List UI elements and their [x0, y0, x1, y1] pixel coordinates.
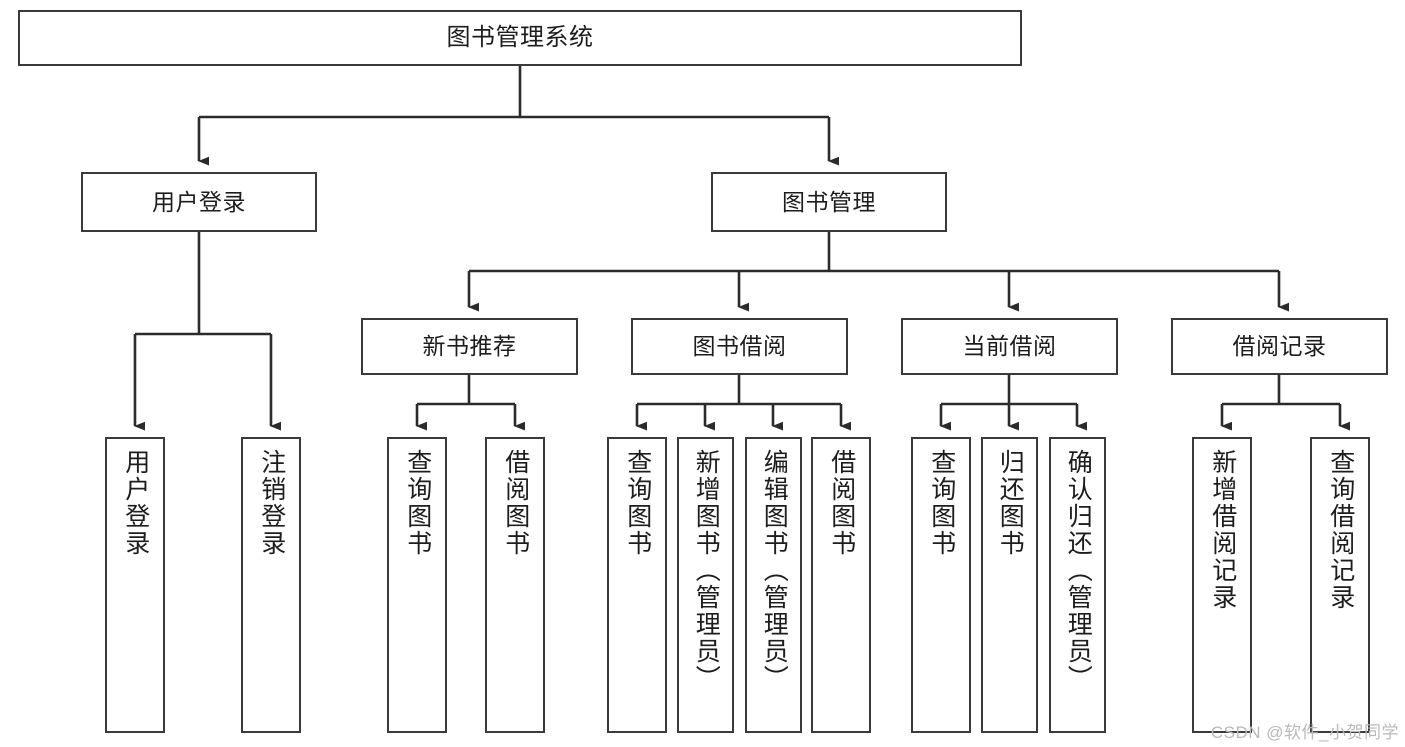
node-book-borrow[interactable]: 图书借阅: [631, 318, 848, 375]
leaf-current-borrow-query-label: 查询图书: [927, 449, 956, 557]
leaf-borrow-record-query[interactable]: 查询借阅记录: [1310, 437, 1370, 733]
node-root-label: 图书管理系统: [446, 24, 594, 52]
leaf-book-borrow-edit[interactable]: 编辑图书（管理员）: [745, 437, 802, 733]
node-book-borrow-label: 图书借阅: [692, 333, 787, 360]
leaf-book-borrow-borrow-label: 借阅图书: [827, 449, 856, 557]
node-current-borrow[interactable]: 当前借阅: [901, 318, 1118, 375]
node-new-book-recommend[interactable]: 新书推荐: [361, 318, 578, 375]
node-root[interactable]: 图书管理系统: [18, 10, 1022, 66]
leaf-user-login-login[interactable]: 用户登录: [105, 437, 165, 733]
node-borrow-record[interactable]: 借阅记录: [1171, 318, 1388, 375]
leaf-current-borrow-return-label: 归还图书: [996, 449, 1025, 557]
leaf-book-borrow-query[interactable]: 查询图书: [607, 437, 667, 733]
leaf-current-borrow-return[interactable]: 归还图书: [981, 437, 1038, 733]
leaf-user-login-logout[interactable]: 注销登录: [241, 437, 301, 733]
leaf-current-borrow-confirm[interactable]: 确认归还（管理员）: [1049, 437, 1106, 733]
leaf-book-borrow-add[interactable]: 新增图书（管理员）: [677, 437, 734, 733]
node-current-borrow-label: 当前借阅: [962, 333, 1057, 360]
leaf-new-book-borrow[interactable]: 借阅图书: [485, 437, 545, 733]
leaf-new-book-query[interactable]: 查询图书: [387, 437, 447, 733]
leaf-new-book-borrow-label: 借阅图书: [501, 449, 530, 557]
leaf-borrow-record-add-label: 新增借阅记录: [1208, 449, 1237, 611]
node-book-management[interactable]: 图书管理: [711, 172, 947, 232]
leaf-book-borrow-edit-label: 编辑图书（管理员）: [760, 449, 789, 692]
leaf-user-login-login-label: 用户登录: [121, 449, 150, 557]
node-user-login-label: 用户登录: [152, 188, 246, 215]
node-new-book-recommend-label: 新书推荐: [422, 333, 517, 360]
leaf-book-borrow-query-label: 查询图书: [623, 449, 652, 557]
leaf-book-borrow-add-label: 新增图书（管理员）: [692, 449, 721, 692]
node-user-login[interactable]: 用户登录: [81, 172, 317, 232]
leaf-current-borrow-query[interactable]: 查询图书: [911, 437, 971, 733]
watermark-text: CSDN @软件_小贺同学: [1210, 723, 1399, 742]
leaf-book-borrow-borrow[interactable]: 借阅图书: [811, 437, 871, 733]
leaf-borrow-record-add[interactable]: 新增借阅记录: [1192, 437, 1252, 733]
leaf-current-borrow-confirm-label: 确认归还（管理员）: [1064, 449, 1093, 692]
node-book-management-label: 图书管理: [782, 188, 876, 215]
node-borrow-record-label: 借阅记录: [1232, 333, 1327, 360]
leaf-borrow-record-query-label: 查询借阅记录: [1326, 449, 1355, 611]
leaf-new-book-query-label: 查询图书: [403, 449, 432, 557]
leaf-user-login-logout-label: 注销登录: [257, 449, 286, 557]
